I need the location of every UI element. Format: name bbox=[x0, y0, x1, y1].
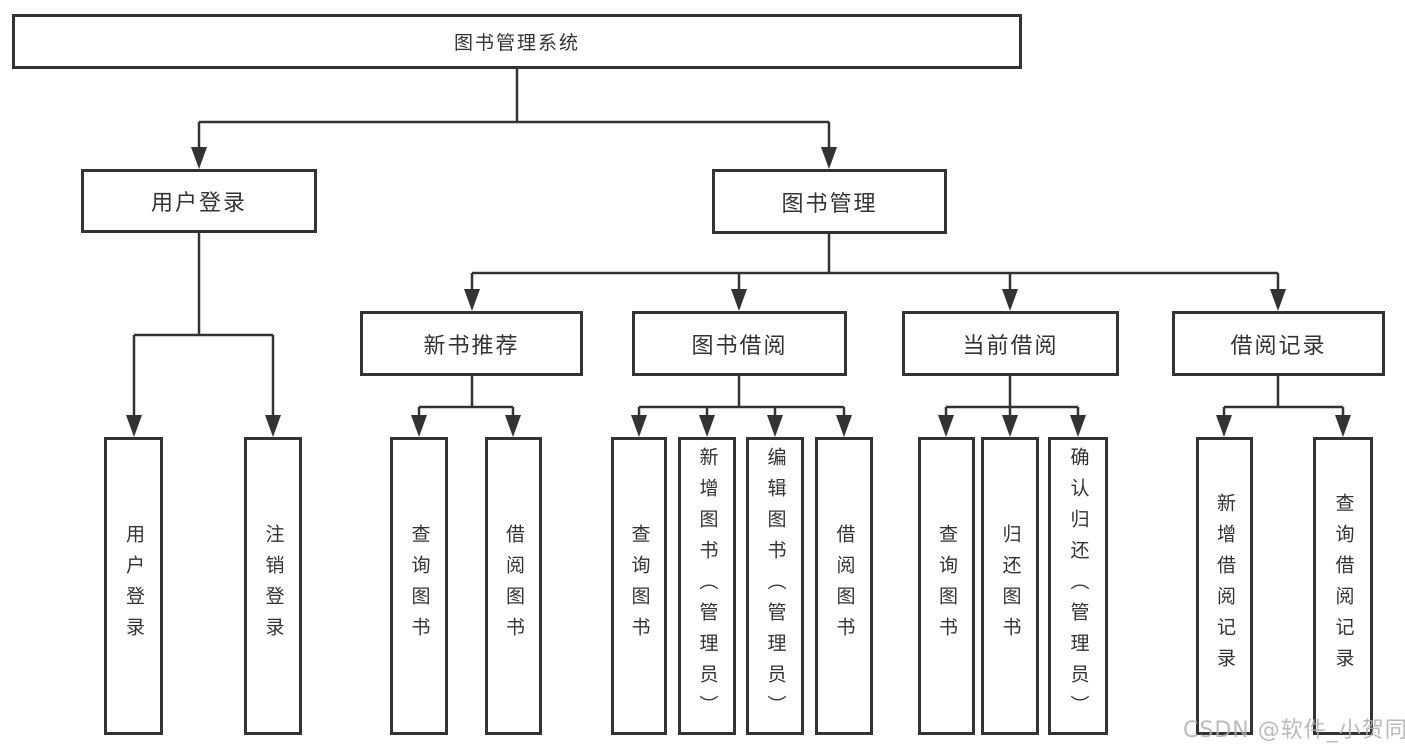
leaf-logout-login-label: 注销登录 bbox=[262, 524, 285, 648]
node-root: 图书管理系统 bbox=[12, 14, 1022, 69]
leaf-nbr-borrow-books-label: 借阅图书 bbox=[502, 524, 525, 648]
node-book-borrowing-label: 图书借阅 bbox=[691, 333, 788, 359]
leaf-cb-confirm-return-admin: 确认归还（管理员） bbox=[1048, 437, 1108, 735]
node-current-borrowing: 当前借阅 bbox=[902, 311, 1119, 376]
leaf-logout-login: 注销登录 bbox=[244, 437, 302, 735]
leaf-bb-edit-books-admin: 编辑图书（管理员） bbox=[746, 437, 804, 735]
csdn-watermark: CSDN @软件_小贺同学 bbox=[1183, 718, 1405, 743]
leaf-br-query-record-label: 查询借阅记录 bbox=[1332, 493, 1355, 679]
node-new-book-recommend: 新书推荐 bbox=[360, 311, 583, 376]
leaf-bb-query-books-label: 查询图书 bbox=[628, 524, 651, 648]
leaf-user-login-label: 用户登录 bbox=[122, 524, 145, 648]
leaf-bb-borrow-books-label: 借阅图书 bbox=[833, 524, 856, 648]
leaf-cb-confirm-return-admin-label: 确认归还（管理员） bbox=[1067, 446, 1090, 726]
node-borrowing-records-label: 借阅记录 bbox=[1230, 333, 1327, 359]
leaf-br-add-record: 新增借阅记录 bbox=[1196, 437, 1253, 735]
leaf-bb-edit-books-admin-label: 编辑图书（管理员） bbox=[764, 446, 787, 726]
leaf-cb-query-books: 查询图书 bbox=[918, 437, 975, 735]
node-user-login: 用户登录 bbox=[81, 169, 317, 233]
leaf-cb-return-books: 归还图书 bbox=[981, 437, 1039, 735]
leaf-bb-query-books: 查询图书 bbox=[611, 437, 667, 735]
leaf-nbr-query-books: 查询图书 bbox=[390, 437, 448, 735]
node-current-borrowing-label: 当前借阅 bbox=[962, 333, 1059, 359]
leaf-cb-query-books-label: 查询图书 bbox=[935, 524, 958, 648]
leaf-br-query-record: 查询借阅记录 bbox=[1313, 437, 1373, 735]
leaf-cb-return-books-label: 归还图书 bbox=[999, 524, 1022, 648]
node-new-book-recommend-label: 新书推荐 bbox=[423, 333, 520, 359]
node-book-management: 图书管理 bbox=[712, 169, 947, 234]
leaf-bb-add-books-admin: 新增图书（管理员） bbox=[678, 437, 736, 735]
leaf-nbr-query-books-label: 查询图书 bbox=[408, 524, 431, 648]
node-user-login-label: 用户登录 bbox=[150, 191, 247, 216]
arrowheads bbox=[126, 147, 1351, 437]
leaf-bb-borrow-books: 借阅图书 bbox=[815, 437, 873, 735]
leaf-user-login: 用户登录 bbox=[104, 437, 163, 735]
node-borrowing-records: 借阅记录 bbox=[1172, 311, 1385, 376]
node-root-label: 图书管理系统 bbox=[453, 32, 580, 54]
leaf-bb-add-books-admin-label: 新增图书（管理员） bbox=[696, 446, 719, 726]
leaf-nbr-borrow-books: 借阅图书 bbox=[485, 437, 542, 735]
leaf-br-add-record-label: 新增借阅记录 bbox=[1213, 493, 1236, 679]
node-book-management-label: 图书管理 bbox=[781, 191, 878, 217]
node-book-borrowing: 图书借阅 bbox=[632, 311, 847, 376]
